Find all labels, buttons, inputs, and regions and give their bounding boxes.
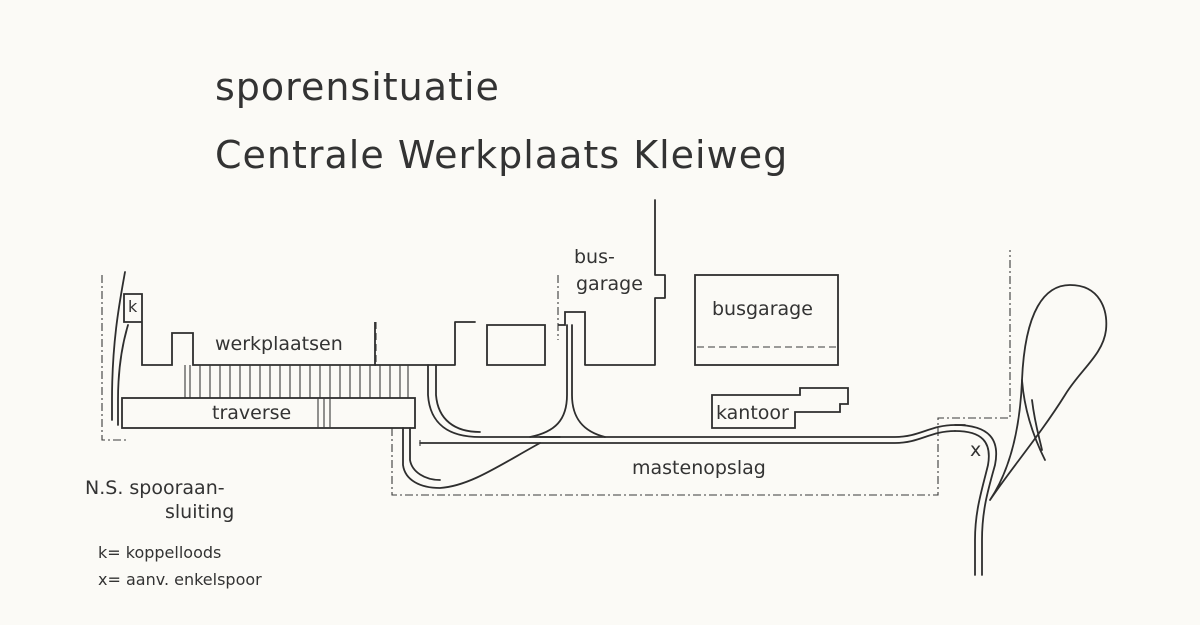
workshop-exit-track-2 xyxy=(435,364,481,433)
ns-label-1: N.S. spooraan- xyxy=(85,477,225,499)
mastenopslag-siding-inner xyxy=(409,427,441,481)
x-marker: x xyxy=(970,439,981,461)
werkplaatsen-label: werkplaatsen xyxy=(215,333,343,355)
werkplaatsen-building xyxy=(141,322,376,366)
koppelloods-building xyxy=(123,293,143,323)
main-track-south xyxy=(419,430,956,444)
busgarage-label: busgarage xyxy=(712,298,813,320)
legend-x: x= aanv. enkelspoor xyxy=(98,570,262,589)
boundary-left xyxy=(101,275,128,441)
mastenopslag-siding xyxy=(402,427,541,489)
kantoor-label: kantoor xyxy=(716,402,789,424)
traverse-label: traverse xyxy=(212,402,291,424)
main-track-north xyxy=(539,424,966,438)
workshop-exit-track-1 xyxy=(427,364,561,438)
workshop-stall-tracks xyxy=(184,365,409,398)
single-track-inner xyxy=(954,430,990,576)
turning-loop-track xyxy=(1021,379,1046,461)
traverse-platform xyxy=(121,397,416,429)
ns-track-outer xyxy=(111,271,126,421)
werkplaatsen-right-wall xyxy=(374,321,476,366)
ns-track-inner xyxy=(117,324,129,426)
bus-garage-wall xyxy=(584,199,666,366)
single-track-outer xyxy=(954,424,997,576)
title-line-2: Centrale Werkplaats Kleiweg xyxy=(215,133,788,177)
bus-garage-spur-left xyxy=(529,324,568,438)
turning-loop xyxy=(989,284,1108,501)
busgarage-building xyxy=(694,274,839,366)
boundary-lower xyxy=(391,250,1011,496)
ns-label-2: sluiting xyxy=(165,501,234,523)
bus-garage-label-1: bus- xyxy=(574,246,615,268)
bus-garage-label-2: garage xyxy=(576,273,643,295)
kantoor-building xyxy=(711,387,849,429)
k-marker: k xyxy=(128,297,138,316)
legend-k: k= koppelloods xyxy=(98,543,221,562)
title-line-1: sporensituatie xyxy=(215,65,500,109)
middle-building xyxy=(486,324,546,366)
traverse-carriage xyxy=(317,398,331,428)
bus-garage-spur-right xyxy=(571,324,606,438)
mastenopslag-label: mastenopslag xyxy=(632,457,766,479)
